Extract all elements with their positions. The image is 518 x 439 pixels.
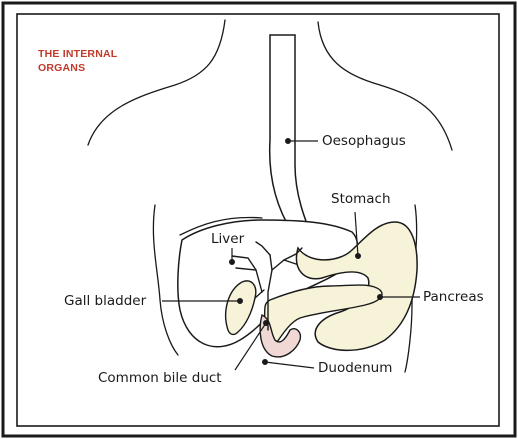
label-oesophagus: Oesophagus	[322, 133, 406, 149]
label-stomach: Stomach	[331, 191, 391, 207]
label-common-bile-duct: Common bile duct	[98, 370, 222, 386]
title-line-2: ORGANS	[38, 61, 117, 75]
label-duodenum: Duodenum	[318, 360, 392, 376]
label-pancreas: Pancreas	[423, 289, 484, 305]
title-line-1: THE INTERNAL	[38, 47, 117, 61]
diagram-title: THE INTERNAL ORGANS	[38, 47, 117, 75]
label-gall-bladder: Gall bladder	[64, 293, 146, 309]
label-liver: Liver	[211, 231, 244, 247]
